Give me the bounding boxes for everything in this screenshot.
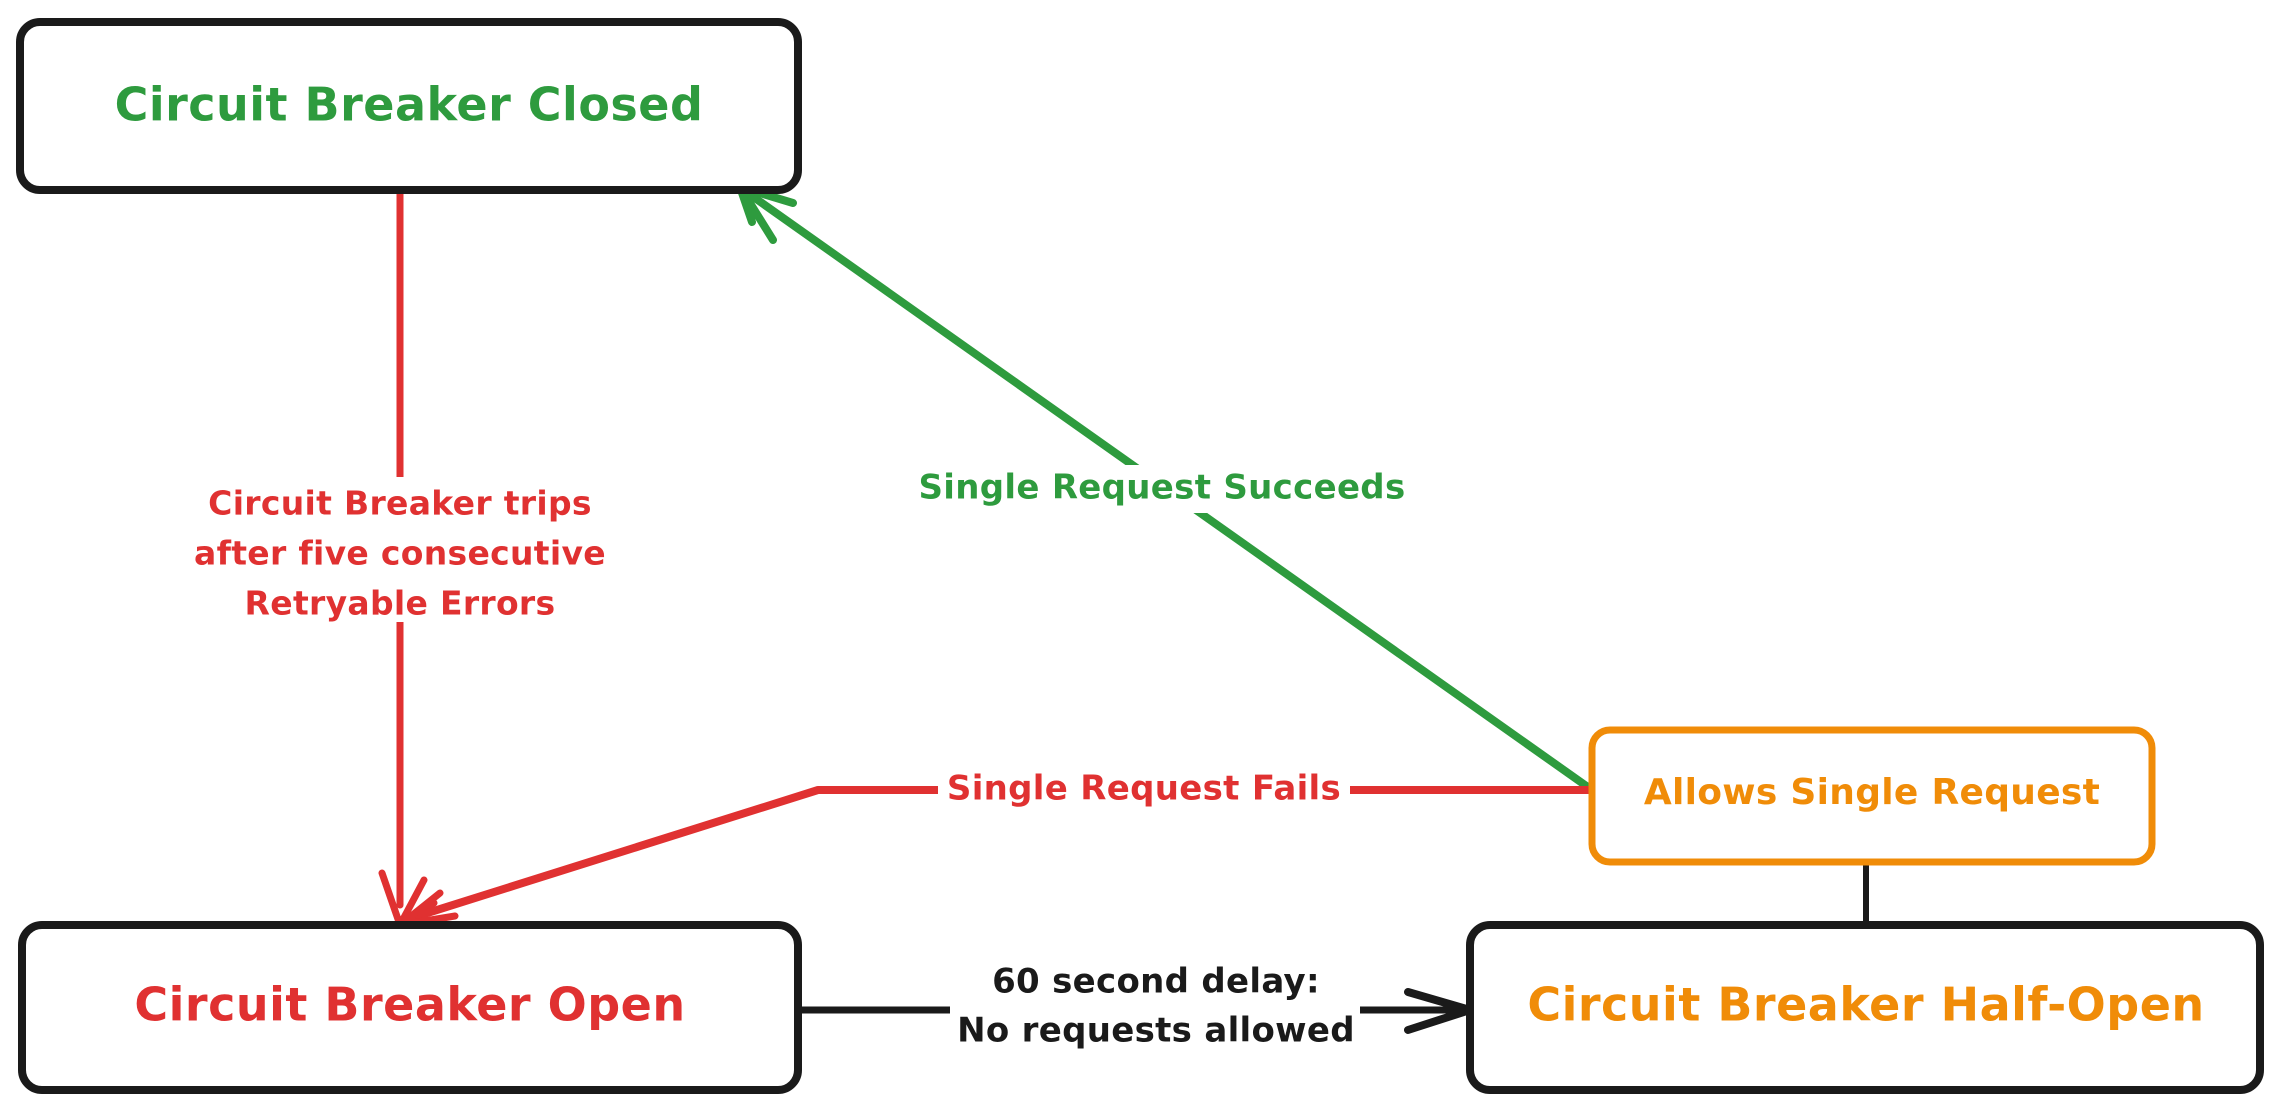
- node-allows-single-request[interactable]: Allows Single Request: [1588, 726, 2156, 866]
- edge-label-open-to-halfopen-line1: 60 second delay:: [992, 962, 1320, 1002]
- node-circuit-breaker-half-open[interactable]: Circuit Breaker Half-Open: [1466, 921, 2264, 1094]
- edge-open-to-halfopen-arrowhead: [1404, 988, 1474, 1034]
- edge-label-closed-to-open-line2: after five consecutive: [194, 534, 606, 573]
- node-allows-single-request-box[interactable]: [1588, 726, 2156, 866]
- node-circuit-breaker-closed[interactable]: Circuit Breaker Closed: [16, 18, 802, 194]
- edge-label-allows-to-open-backdrop: [938, 768, 1350, 814]
- node-allows-single-request-label: Allows Single Request: [1644, 772, 2100, 813]
- edge-label-allows-to-closed-backdrop: [918, 465, 1405, 513]
- edge-label-closed-to-open: Circuit Breaker trips after five consecu…: [176, 477, 626, 623]
- node-circuit-breaker-half-open-label: Circuit Breaker Half-Open: [1527, 978, 2204, 1032]
- edge-label-closed-to-open-line1: Circuit Breaker trips: [208, 484, 592, 523]
- node-circuit-breaker-open[interactable]: Circuit Breaker Open: [18, 921, 802, 1094]
- node-circuit-breaker-half-open-box[interactable]: [1466, 921, 2264, 1094]
- edge-label-open-to-halfopen-line2: No requests allowed: [957, 1011, 1355, 1051]
- edge-label-closed-to-open-backdrop: [176, 477, 626, 622]
- edge-label-closed-to-open-line3: Retryable Errors: [245, 584, 556, 623]
- node-circuit-breaker-closed-label: Circuit Breaker Closed: [115, 78, 704, 132]
- edge-label-allows-to-open: Single Request Fails: [938, 768, 1350, 814]
- edge-open-to-halfopen: [794, 988, 1474, 1034]
- edge-label-open-to-halfopen-backdrop: [950, 958, 1360, 1058]
- node-circuit-breaker-open-label: Circuit Breaker Open: [134, 978, 685, 1032]
- edge-label-allows-to-open-text: Single Request Fails: [947, 769, 1341, 809]
- node-circuit-breaker-closed-box[interactable]: [16, 18, 802, 194]
- edge-allows-to-closed-arrowhead: [736, 183, 797, 244]
- node-circuit-breaker-open-box[interactable]: [18, 921, 802, 1094]
- edge-label-allows-to-closed: Single Request Succeeds: [918, 465, 1405, 513]
- edge-label-allows-to-closed-text: Single Request Succeeds: [918, 468, 1405, 508]
- edge-label-open-to-halfopen: 60 second delay: No requests allowed: [950, 958, 1360, 1058]
